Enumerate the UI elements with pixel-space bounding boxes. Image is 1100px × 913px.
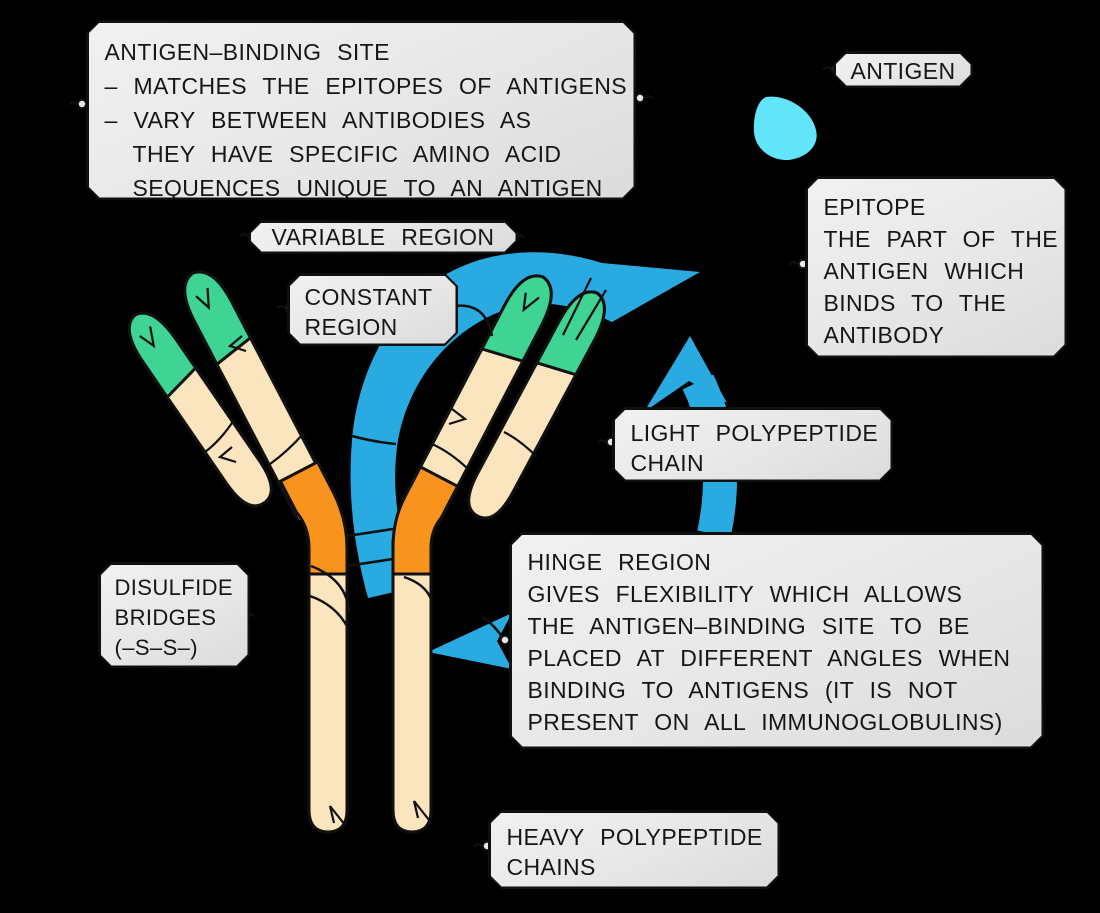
label-antigen: ANTIGEN (833, 51, 973, 88)
label-text: ANTIGEN WHICH (823, 257, 1025, 284)
label-text: THE PART OF THE (823, 225, 1058, 252)
label-text: PLACED AT DIFFERENT ANGLES WHEN (527, 644, 1011, 671)
label-antigen-binding-site: ANTIGEN–BINDING SITE – MATCHES THE EPITO… (86, 20, 636, 200)
label-text: BRIDGES (114, 604, 217, 630)
tip-crease (195, 287, 211, 311)
pin-icon (499, 634, 511, 646)
label-text: (–S–S–) (114, 634, 199, 660)
label-text: SEQUENCES UNIQUE TO AN ANTIGEN (132, 174, 603, 201)
antigen-shape (753, 96, 817, 161)
label-text: VARIABLE REGION (251, 223, 516, 252)
label-text: CHAINS (506, 853, 596, 880)
label-text: THE ANTIGEN–BINDING SITE TO BE (527, 612, 970, 639)
right-light-variable-tip (534, 290, 606, 377)
label-constant-region: CONSTANT REGION (287, 273, 458, 346)
chain-detail-marks (204, 277, 607, 826)
pin-icon (68, 98, 88, 110)
constant-region-pointer (453, 304, 494, 337)
pin-icon (789, 258, 809, 270)
label-text: THEY HAVE SPECIFIC AMINO ACID (132, 140, 562, 167)
label-hinge-region: HINGE REGION GIVES FLEXIBILITY WHICH ALL… (509, 532, 1044, 749)
tip-crease (522, 292, 540, 313)
label-epitope: EPITOPE THE PART OF THE ANTIGEN WHICH BI… (805, 176, 1067, 358)
tip-crease (139, 326, 156, 349)
pin-icon (634, 92, 654, 104)
label-light-polypeptide-chain: LIGHT POLYPEPTIDE CHAIN (612, 407, 893, 482)
hinge-segment-left (278, 459, 349, 576)
label-text: CONSTANT (304, 283, 433, 310)
right-heavy-variable-tip (479, 274, 553, 363)
arc-divider-line (351, 434, 397, 446)
label-text: REGION (304, 313, 398, 340)
hinge-segment-right (391, 464, 460, 576)
right-heavy-chain-stem (391, 540, 433, 834)
left-heavy-chain-stem (307, 540, 349, 834)
disulfide-bridge-lines (309, 527, 433, 629)
label-text: LIGHT POLYPEPTIDE (630, 419, 879, 446)
label-text: HEAVY POLYPEPTIDE (506, 823, 763, 850)
label-text: ANTIBODY (823, 321, 945, 348)
right-light-chain (467, 290, 606, 520)
label-text: HINGE REGION (527, 548, 712, 575)
label-text: ANTIGEN–BINDING SITE (104, 38, 390, 65)
label-text: – MATCHES THE EPITOPES OF ANTIGENS (104, 72, 628, 99)
label-text: EPITOPE (823, 193, 926, 220)
label-text: PRESENT ON ALL IMMUNOGLOBULINS) (527, 708, 1003, 735)
label-text: BINDING TO ANTIGENS (IT IS NOT (527, 676, 958, 703)
label-text: BINDS TO THE (823, 289, 1007, 316)
label-text: ANTIGEN (836, 54, 971, 86)
label-variable-region: VARIABLE REGION (248, 220, 518, 254)
label-text: CHAIN (630, 449, 705, 476)
right-heavy-chain-arm (399, 274, 553, 526)
label-text: DISULFIDE (114, 574, 234, 600)
left-heavy-chain-arm (183, 270, 337, 522)
rotation-arrow-right-head (644, 336, 727, 412)
label-text: – VARY BETWEEN ANTIBODIES AS (104, 106, 532, 133)
left-light-variable-tip (127, 311, 198, 400)
left-light-chain (127, 311, 273, 508)
hinge-pointer-arrow (428, 613, 512, 669)
label-disulfide-bridges: DISULFIDE BRIDGES (–S–S–) (98, 562, 250, 668)
label-heavy-polypeptide-chains: HEAVY POLYPEPTIDE CHAINS (488, 810, 780, 889)
left-heavy-variable-tip (183, 270, 253, 367)
label-text: GIVES FLEXIBILITY WHICH ALLOWS (527, 580, 963, 607)
